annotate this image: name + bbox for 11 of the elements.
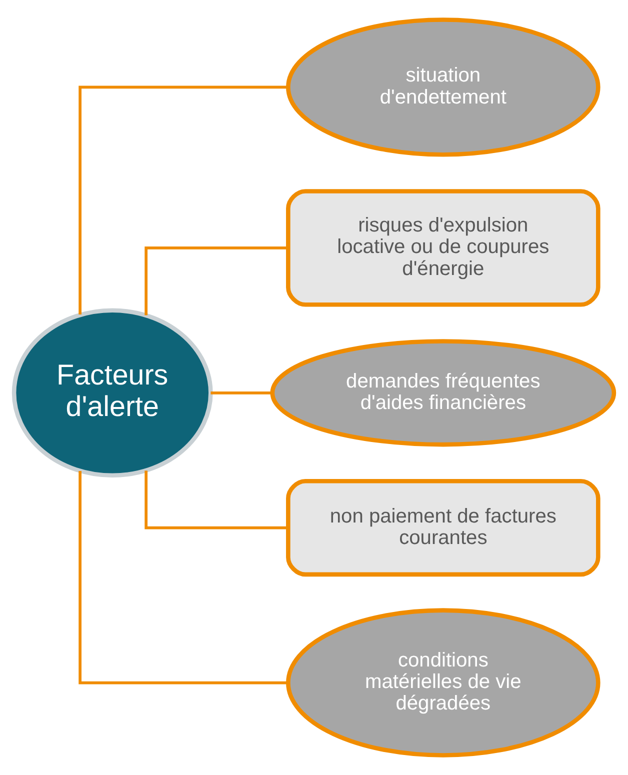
connector — [144, 246, 288, 316]
node-box: non paiement de factures courantes — [286, 479, 600, 577]
connector — [78, 86, 288, 315]
node-box: risques d'expulsion locative ou de coupures d'énergie — [286, 189, 600, 307]
connector — [210, 391, 272, 394]
connector — [144, 470, 288, 530]
connector — [78, 470, 288, 684]
node-ellipse: Facteurs d'alerte — [12, 308, 213, 478]
node-ellipse: situation d'endettement — [286, 18, 600, 157]
node-ellipse: conditions matérielles de vie dégradées — [286, 608, 600, 758]
node-ellipse: demandes fréquentes d'aides financières — [270, 339, 616, 447]
